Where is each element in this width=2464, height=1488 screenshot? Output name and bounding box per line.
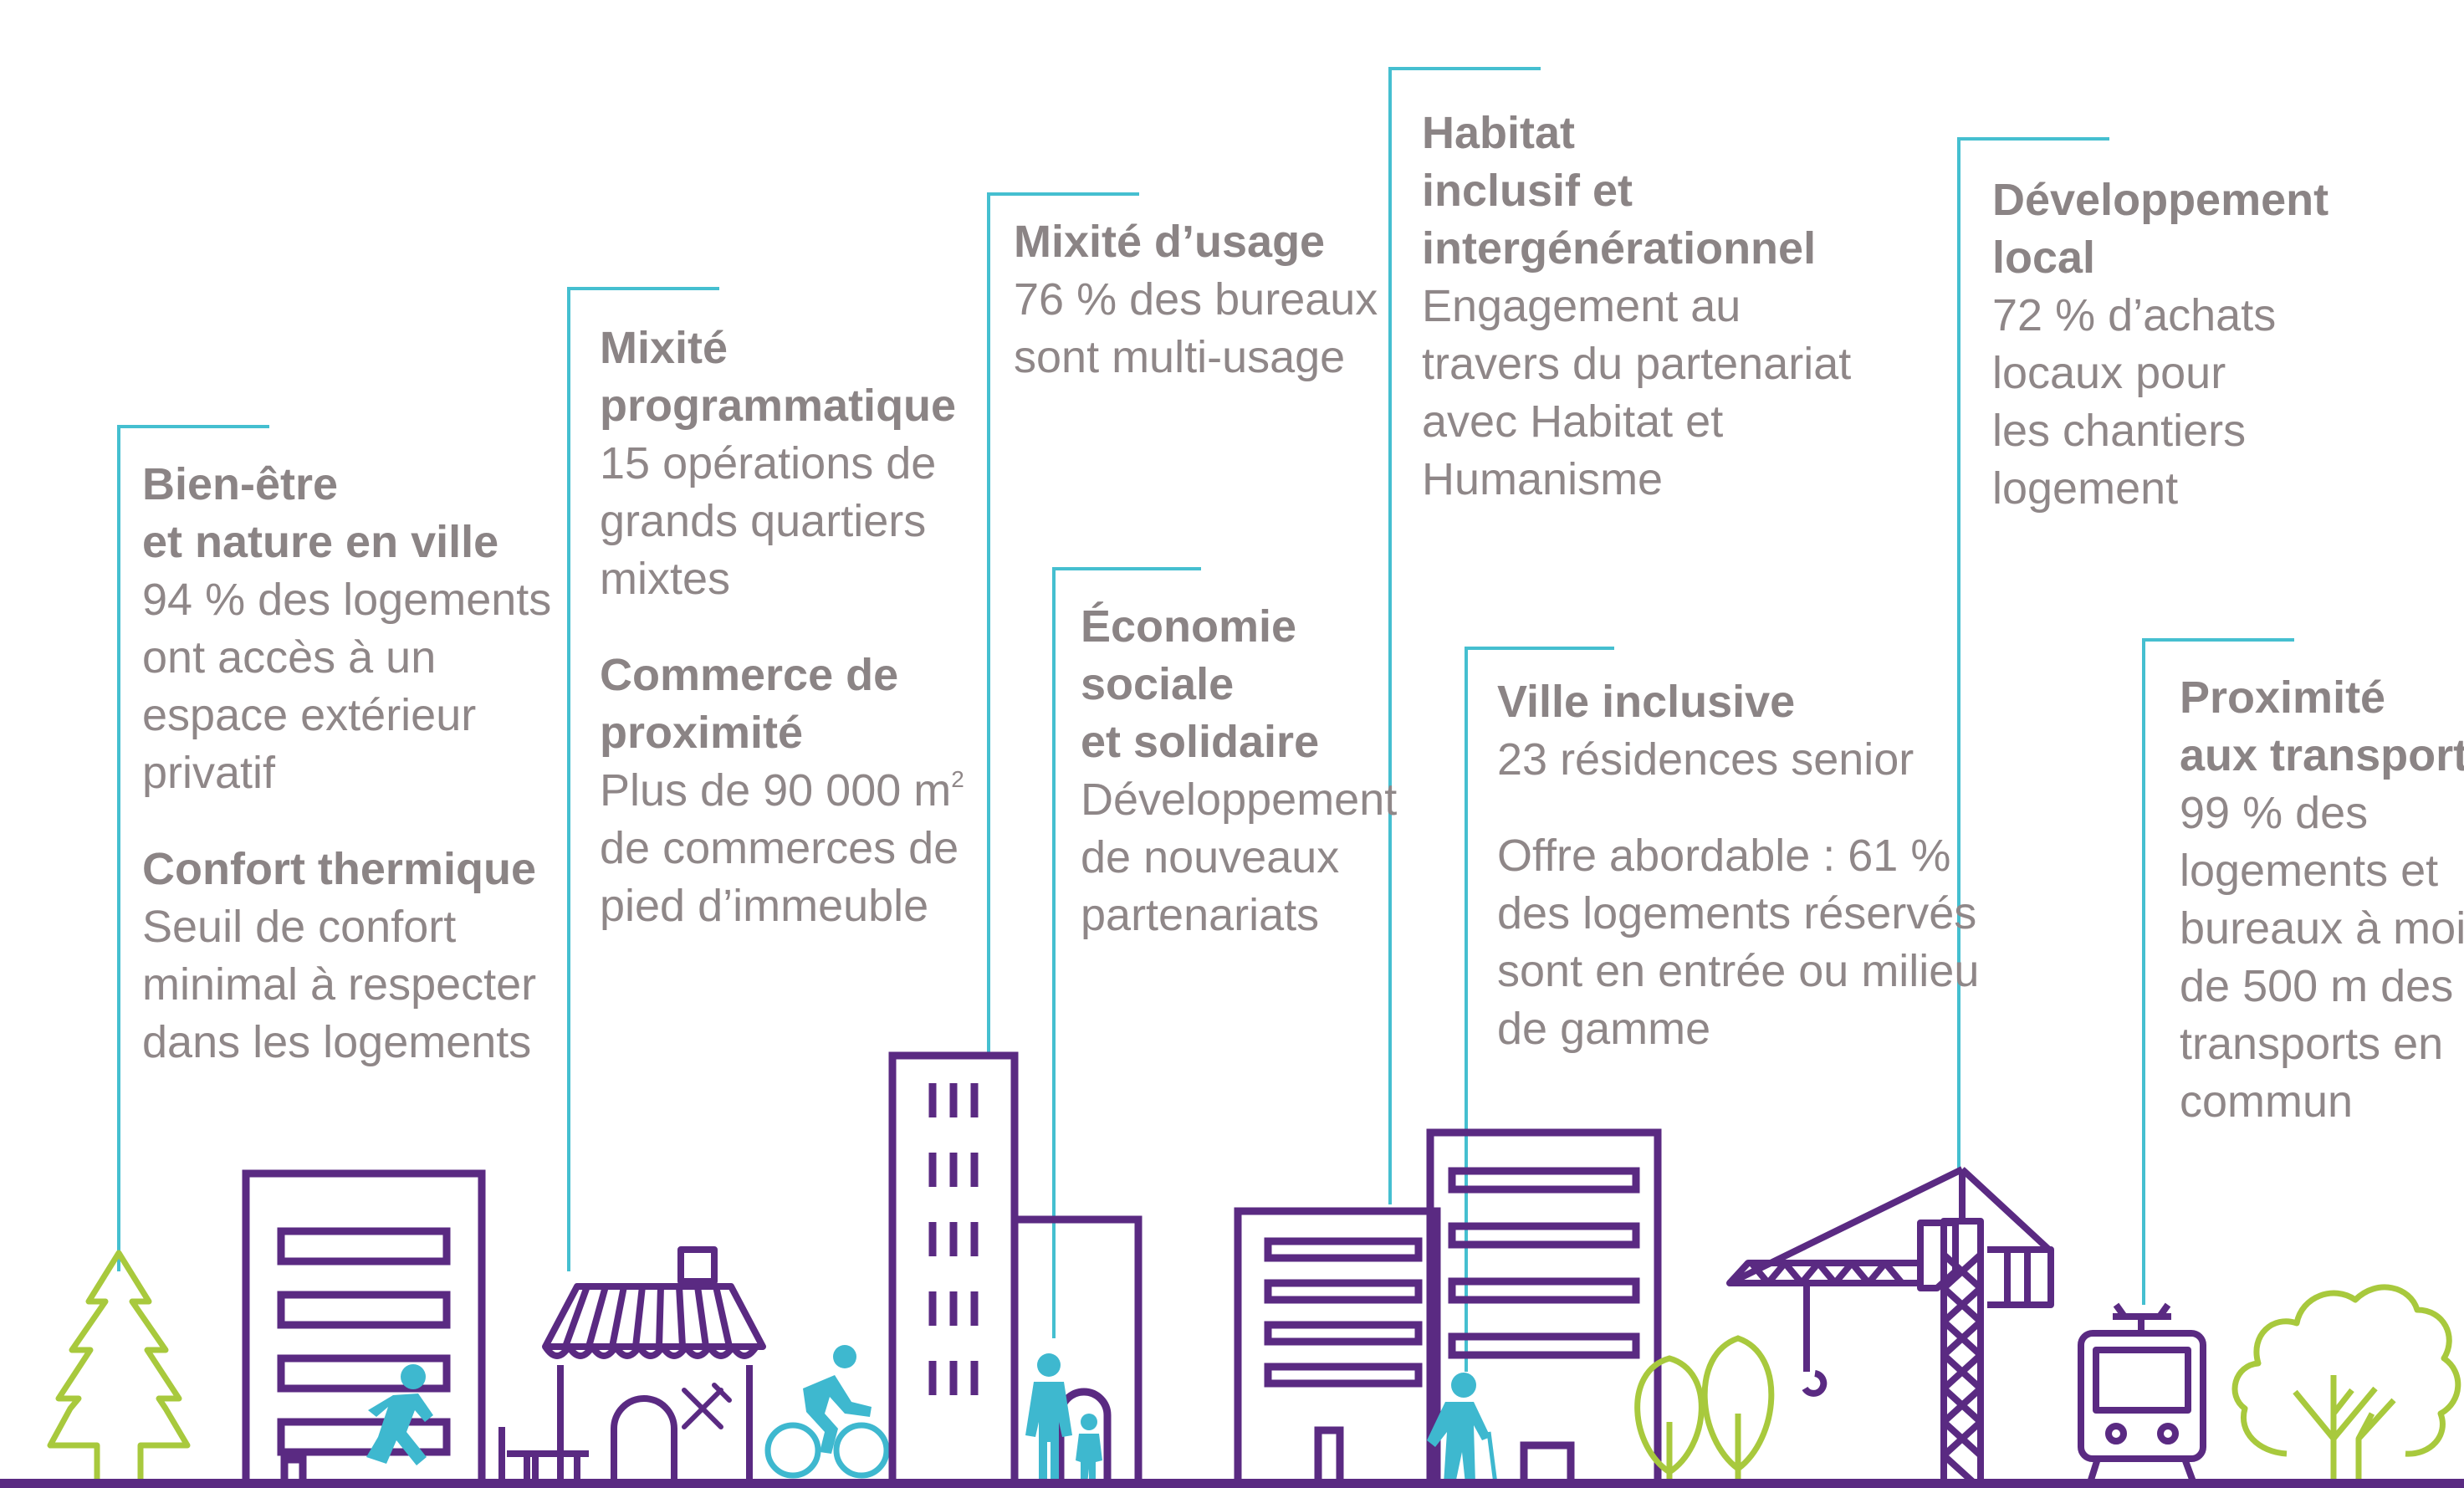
block-title: et solidaire	[1081, 717, 1320, 767]
block-text: grands quartiers	[600, 496, 927, 546]
block-text: Engagement au	[1422, 281, 1741, 331]
block-text: Plus de 90 000 m2	[600, 762, 964, 820]
block-mixite-usage: Mixité d’usage 76 % des bureaux sont mul…	[1014, 213, 1378, 386]
tree-pair-icon	[1634, 1335, 1775, 1488]
block-title: Mixité d’usage	[1014, 217, 1326, 267]
block-title: Mixité	[600, 323, 728, 373]
block-title: local	[1992, 233, 2096, 283]
block-text: Développement	[1081, 775, 1398, 825]
pine-tree-icon	[47, 1250, 191, 1487]
block-subtitle: proximité	[600, 708, 804, 758]
block-economie: Économie sociale et solidaire Développem…	[1081, 598, 1397, 944]
leader-transports	[2142, 638, 2294, 1305]
block-text: mixtes	[600, 554, 731, 604]
block-text: travers du partenariat	[1422, 339, 1852, 389]
block-text: pied d’immeuble	[600, 881, 929, 931]
block-title: aux transports	[2180, 730, 2464, 780]
block-text: avec Habitat et	[1422, 396, 1724, 447]
tram-icon	[2078, 1302, 2206, 1488]
block-text: 94 % des logements	[142, 575, 552, 625]
cyclist-icon	[764, 1345, 890, 1479]
block-text: logements et	[2180, 846, 2439, 896]
block-text: 15 opérations de	[600, 438, 937, 488]
block-text: commun	[2180, 1076, 2354, 1127]
block-title: Économie	[1081, 601, 1297, 652]
leader-mixite-programmatique	[567, 287, 719, 1271]
block-text: des logements réservés	[1497, 888, 1977, 938]
block-text: ont accès à un	[142, 632, 437, 683]
tall-tower	[888, 1051, 1143, 1488]
tree-icon	[2231, 1284, 2461, 1488]
block-developpement: Développement local 72 % d’achats locaux…	[1992, 171, 2329, 518]
running-person-icon	[366, 1364, 433, 1465]
cutlery-icon	[682, 1383, 732, 1429]
block-title: Ville inclusive	[1497, 677, 1796, 727]
block-text: 72 % d’achats	[1992, 290, 2277, 340]
block-text: de commerces de	[600, 823, 959, 873]
leader-developpement	[1957, 137, 2109, 1171]
block-transports: Proximité aux transports 99 % des logeme…	[2180, 669, 2464, 1131]
block-text: privatif	[142, 748, 276, 798]
residential-building	[1234, 1128, 1662, 1488]
ground-line	[0, 1479, 2464, 1488]
block-text-main: Plus de 90 000 m	[600, 765, 952, 816]
block-text: 23 résidences senior	[1497, 734, 1914, 785]
block-text: transports en	[2180, 1019, 2444, 1069]
block-text: de 500 m des	[2180, 961, 2454, 1011]
block-text: sont en entrée ou milieu	[1497, 946, 1980, 996]
block-text: les chantiers	[1992, 406, 2247, 456]
block-title: intergénérationnel	[1422, 223, 1817, 274]
elderly-person-icon	[1427, 1373, 1498, 1485]
leader-mixite-usage	[987, 192, 1139, 1054]
block-subtitle: Commerce de	[600, 650, 899, 700]
block-text: de nouveaux	[1081, 832, 1340, 882]
parent-child-icon	[1025, 1353, 1102, 1484]
block-text: Offre abordable : 61 %	[1497, 831, 1951, 881]
block-text: locaux pour	[1992, 348, 2226, 398]
leader-economie	[1052, 567, 1201, 1338]
block-ville-inclusive: Ville inclusive 23 résidences senior Off…	[1497, 673, 1979, 1058]
block-title: sociale	[1081, 659, 1235, 709]
block-text: Humanisme	[1422, 454, 1664, 504]
block-text: de gamme	[1497, 1004, 1711, 1054]
block-title: Habitat	[1422, 108, 1576, 158]
market-stall-icon	[498, 1246, 766, 1488]
superscript: 2	[951, 766, 964, 792]
block-text: bureaux à moins	[2180, 903, 2464, 954]
block-bien-etre: Bien-être et nature en ville 94 % des lo…	[142, 456, 551, 1071]
block-title: Proximité	[2180, 672, 2386, 723]
office-building-1	[242, 1169, 486, 1488]
block-title: inclusif et	[1422, 166, 1633, 216]
leader-bien-etre	[117, 425, 269, 1271]
block-title: et nature en ville	[142, 517, 499, 567]
block-text: 76 % des bureaux	[1014, 274, 1378, 325]
block-title: Développement	[1992, 175, 2329, 225]
block-text: sont multi-usage	[1014, 332, 1346, 382]
block-text: minimal à respecter	[142, 959, 537, 1010]
block-text: Seuil de confort	[142, 902, 457, 952]
block-title: programmatique	[600, 381, 957, 431]
block-subtitle: Confort thermique	[142, 844, 536, 894]
leader-habitat	[1388, 67, 1541, 1204]
crane-icon	[1726, 1166, 2054, 1488]
block-title: Bien-être	[142, 459, 339, 509]
block-mixite-programmatique: Mixité programmatique 15 opérations de g…	[600, 320, 964, 935]
block-text: logement	[1992, 463, 2179, 514]
block-text: 99 % des	[2180, 788, 2369, 838]
block-text: espace extérieur	[142, 690, 477, 740]
block-text: dans les logements	[142, 1017, 532, 1067]
block-habitat: Habitat inclusif et intergénérationnel E…	[1422, 105, 1851, 509]
block-text: partenariats	[1081, 890, 1320, 940]
